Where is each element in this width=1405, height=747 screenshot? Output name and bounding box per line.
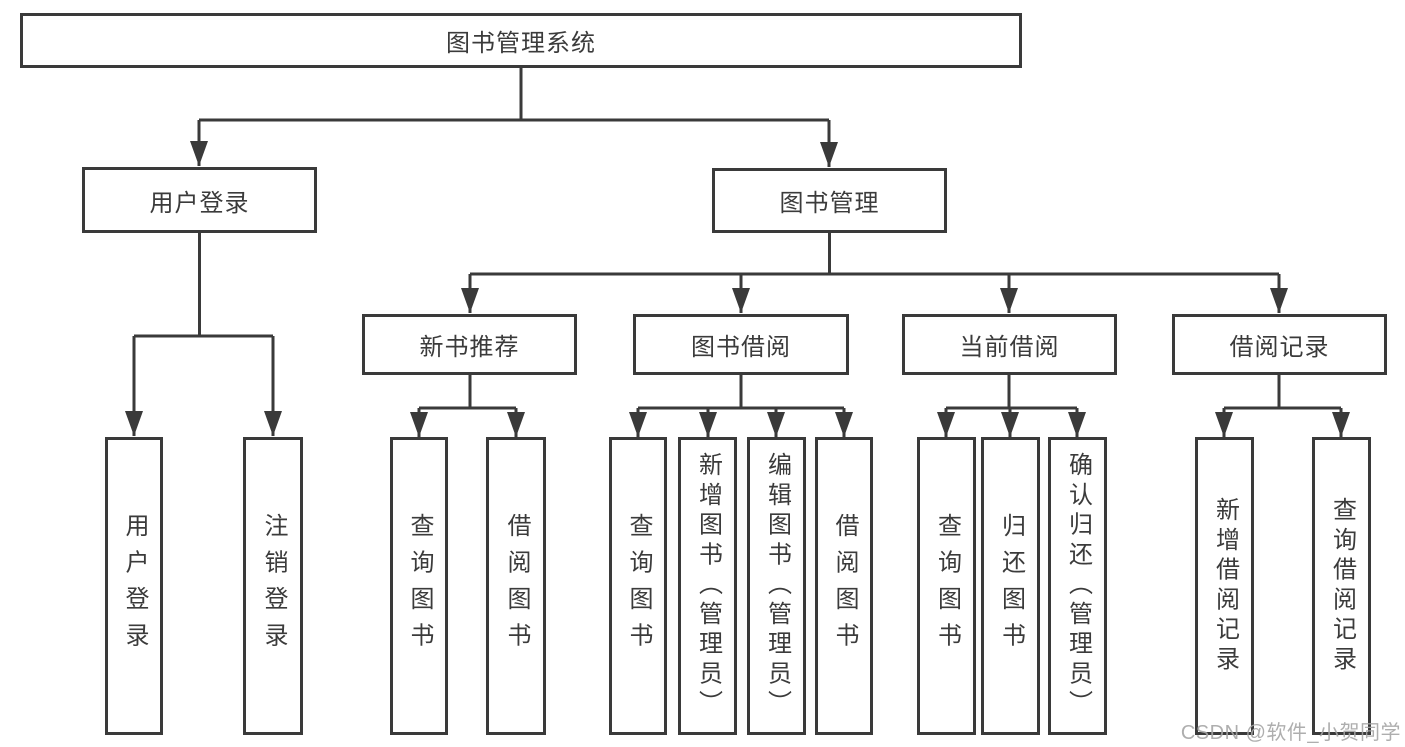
tree-branch-lines <box>134 68 1341 410</box>
leaf-current-query-books: 查询图书 <box>917 437 976 735</box>
leaf-logout-label: 注销登录 <box>260 513 287 659</box>
leaf-borrow-query-books-label: 查询图书 <box>625 513 652 659</box>
node-book-management: 图书管理 <box>712 168 947 233</box>
leaf-records-add-record-label: 新增借阅记录 <box>1211 496 1239 676</box>
node-root: 图书管理系统 <box>20 13 1022 68</box>
leaf-current-return-books: 归还图书 <box>981 437 1040 735</box>
csdn-watermark: CSDN @软件_小贺同学 <box>1180 722 1401 744</box>
node-current-borrow-label: 当前借阅 <box>959 334 1060 361</box>
leaf-recommend-borrow-books: 借阅图书 <box>486 437 546 735</box>
arrow-down-icons <box>125 120 1350 437</box>
node-new-book-recommend-label: 新书推荐 <box>419 334 520 361</box>
leaf-current-return-books-label: 归还图书 <box>997 513 1025 659</box>
leaf-borrow-borrow-books: 借阅图书 <box>815 437 873 735</box>
node-root-label: 图书管理系统 <box>446 30 596 57</box>
leaf-borrow-edit-books-admin-label: 编辑图书（管理员） <box>763 452 791 720</box>
leaf-user-login-label: 用户登录 <box>121 513 148 659</box>
leaf-recommend-query-books-label: 查询图书 <box>406 513 433 659</box>
node-new-book-recommend: 新书推荐 <box>362 314 577 375</box>
node-user-login: 用户登录 <box>82 167 317 233</box>
leaf-current-confirm-return-admin-label: 确认归还（管理员） <box>1064 452 1092 720</box>
leaf-user-login: 用户登录 <box>105 437 163 735</box>
leaf-borrow-query-books: 查询图书 <box>609 437 667 735</box>
node-book-borrow: 图书借阅 <box>633 314 849 375</box>
leaf-current-query-books-label: 查询图书 <box>933 513 961 659</box>
leaf-borrow-edit-books-admin: 编辑图书（管理员） <box>747 437 806 735</box>
leaf-records-query-record: 查询借阅记录 <box>1312 437 1371 735</box>
node-current-borrow: 当前借阅 <box>902 314 1117 375</box>
leaf-recommend-query-books: 查询图书 <box>390 437 448 735</box>
node-book-management-label: 图书管理 <box>779 190 880 217</box>
node-borrow-records: 借阅记录 <box>1172 314 1387 375</box>
leaf-records-add-record: 新增借阅记录 <box>1195 437 1254 735</box>
leaf-logout: 注销登录 <box>243 437 303 735</box>
leaf-borrow-add-books-admin-label: 新增图书（管理员） <box>694 452 722 720</box>
node-borrow-records-label: 借阅记录 <box>1229 334 1330 361</box>
leaf-borrow-add-books-admin: 新增图书（管理员） <box>678 437 737 735</box>
node-user-login-label: 用户登录 <box>149 189 250 217</box>
leaf-current-confirm-return-admin: 确认归还（管理员） <box>1048 437 1107 735</box>
node-book-borrow-label: 图书借阅 <box>691 334 791 361</box>
leaf-recommend-borrow-books-label: 借阅图书 <box>503 513 530 659</box>
leaf-records-query-record-label: 查询借阅记录 <box>1328 496 1356 676</box>
leaf-borrow-borrow-books-label: 借阅图书 <box>831 513 858 659</box>
